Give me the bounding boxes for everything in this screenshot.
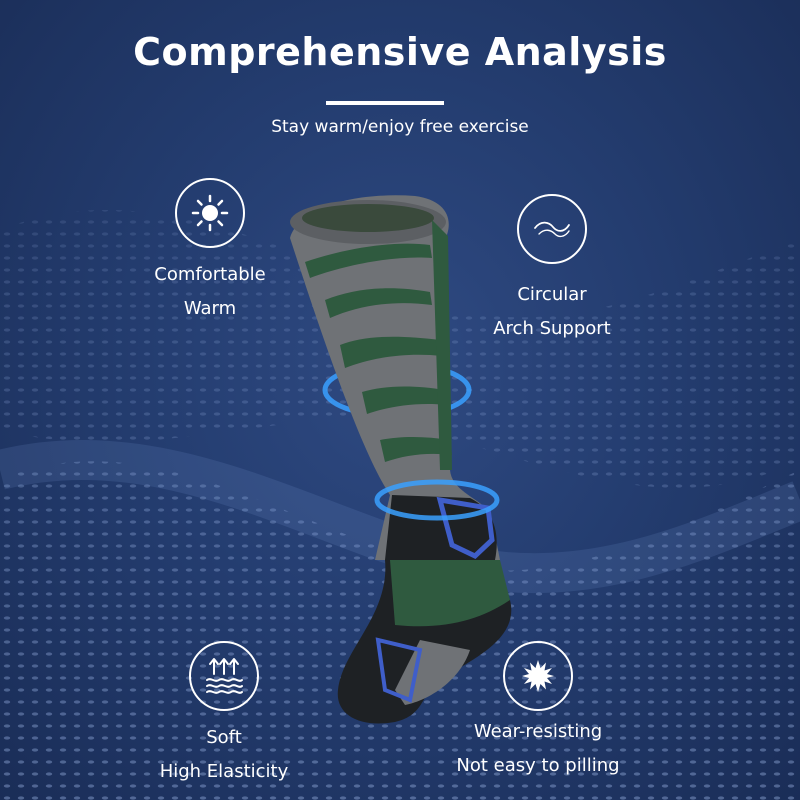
feature-wear-resisting: Wear-resisting Not easy to pilling — [428, 641, 648, 783]
feature-label-line1: Comfortable — [154, 264, 266, 285]
feature-label-line1: Soft — [206, 727, 242, 748]
starburst-icon — [503, 641, 573, 711]
sun-icon — [175, 178, 245, 248]
feature-soft-elasticity: Soft High Elasticity — [114, 641, 334, 789]
feature-arch-support: Circular Arch Support — [442, 194, 662, 346]
feature-label-line2: Warm — [183, 298, 237, 319]
feature-comfortable-warm: Comfortable Warm — [100, 178, 320, 326]
wave-swirl-icon — [517, 194, 587, 264]
title-underline — [326, 101, 444, 105]
feature-label-line1: Circular — [517, 284, 587, 305]
feature-label-line2: Arch Support — [493, 318, 611, 339]
feature-label-line2: Not easy to pilling — [456, 755, 620, 776]
feature-label-line1: Wear-resisting — [473, 721, 603, 742]
feature-label-line2: High Elasticity — [159, 761, 289, 782]
page-subtitle: Stay warm/enjoy free exercise — [271, 117, 529, 137]
page-title: Comprehensive Analysis — [133, 30, 667, 74]
arrows-waves-icon — [189, 641, 259, 711]
